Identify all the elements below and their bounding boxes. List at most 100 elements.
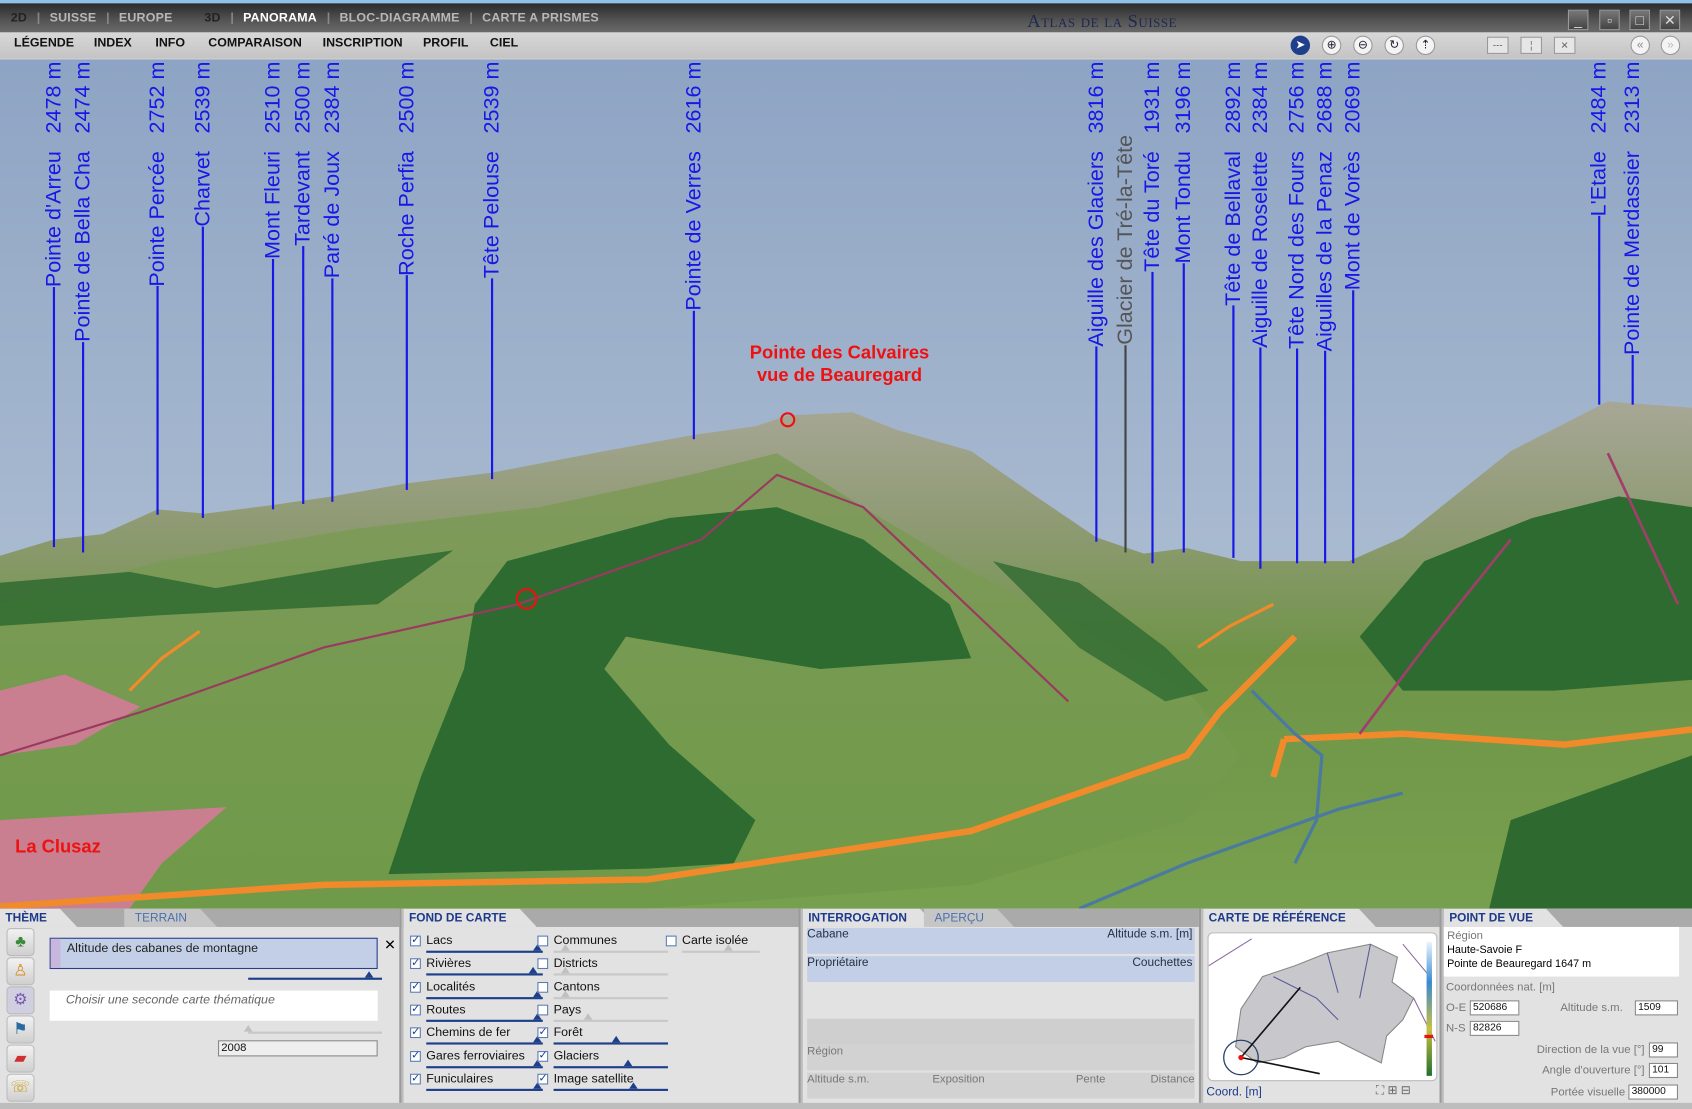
zoom-in-icon[interactable]: ⊕ — [1321, 35, 1342, 56]
theme-map-2-opacity-slider[interactable] — [243, 1025, 383, 1034]
theme-map-1-opacity-slider[interactable] — [248, 971, 383, 980]
close-button[interactable]: ✕ — [1659, 9, 1681, 31]
tab-carte-reference[interactable]: CARTE DE RÉFÉRENCE — [1203, 909, 1376, 927]
transport-icon[interactable]: ▰ — [6, 1044, 35, 1073]
layer-opacity-slider[interactable] — [553, 1082, 668, 1091]
nav-carte-prismes[interactable]: CARTE A PRISMES — [482, 11, 599, 25]
checkbox-icon[interactable]: ✓ — [410, 1003, 421, 1016]
checkbox-icon[interactable]: ✓ — [537, 1049, 549, 1062]
angle-input[interactable]: 101 — [1648, 1062, 1679, 1079]
layer-checkbox[interactable]: ✓Rivières — [410, 957, 471, 970]
alt-input[interactable]: 1509 — [1634, 1000, 1679, 1016]
direction-input[interactable]: 99 — [1648, 1042, 1679, 1058]
layer-checkbox[interactable]: ✓Glaciers — [537, 1049, 599, 1062]
split-vertical-icon[interactable]: ¦ — [1520, 36, 1543, 54]
layer-opacity-slider[interactable] — [553, 1013, 668, 1022]
layer-opacity-slider[interactable] — [426, 967, 543, 976]
map-zoom-in-icon[interactable]: ⊞ — [1387, 1084, 1398, 1098]
layer-opacity-slider[interactable] — [426, 1082, 543, 1091]
tab-fond-de-carte[interactable]: FOND DE CARTE — [404, 909, 537, 927]
menu-index[interactable]: INDEX — [93, 36, 132, 50]
reference-map[interactable] — [1207, 932, 1438, 1082]
tab-interrogation[interactable]: INTERROGATION — [803, 909, 937, 927]
checkbox-icon[interactable]: ✓ — [410, 1049, 421, 1062]
nav-europe[interactable]: EUROPE — [118, 11, 173, 25]
restore-button[interactable]: ▫ — [1599, 9, 1620, 31]
viewpoint-icon[interactable]: ⇡ — [1415, 35, 1436, 56]
checkbox-icon[interactable] — [537, 981, 549, 993]
population-icon[interactable]: ♙ — [6, 957, 35, 986]
nav-panorama[interactable]: PANORAMA — [243, 11, 317, 25]
portee-input[interactable]: 380000 — [1628, 1084, 1679, 1100]
layer-opacity-slider[interactable] — [681, 944, 760, 953]
layer-checkbox[interactable]: ✓Chemins de fer — [410, 1026, 510, 1039]
politics-icon[interactable]: ⚑ — [6, 1015, 35, 1044]
layer-checkbox[interactable]: ✓Routes — [410, 1003, 466, 1016]
theme-map-1[interactable]: Altitude des cabanes de montagne — [49, 937, 378, 970]
maximize-button[interactable]: □ — [1629, 9, 1650, 31]
layer-opacity-slider[interactable] — [426, 1013, 543, 1022]
layer-checkbox[interactable]: Carte isolée — [665, 935, 748, 947]
oe-input[interactable]: 520686 — [1469, 1000, 1520, 1016]
communication-icon[interactable]: ☏ — [6, 1073, 35, 1102]
layer-opacity-slider[interactable] — [426, 1059, 543, 1068]
rotate-icon[interactable]: ↻ — [1384, 35, 1404, 56]
forward-icon[interactable]: » — [1660, 35, 1681, 56]
economy-icon[interactable]: ⚙ — [6, 986, 35, 1015]
nav-bloc-diagramme[interactable]: BLOC-DIAGRAMME — [339, 11, 460, 25]
checkbox-icon[interactable]: ✓ — [410, 980, 421, 993]
tab-theme[interactable]: THÈME — [0, 909, 77, 927]
layer-opacity-slider[interactable] — [553, 1036, 668, 1045]
checkbox-icon[interactable] — [665, 935, 677, 947]
layer-checkbox[interactable]: ✓Funiculaires — [410, 1072, 493, 1085]
back-icon[interactable]: « — [1630, 35, 1650, 56]
fullscreen-icon[interactable]: ⛶ — [1375, 1084, 1385, 1098]
layer-opacity-slider[interactable] — [426, 990, 543, 999]
layer-checkbox[interactable]: ✓Forêt — [537, 1026, 583, 1039]
layer-checkbox[interactable]: ✓Lacs — [410, 935, 452, 947]
nav-suisse[interactable]: SUISSE — [49, 11, 97, 25]
checkbox-icon[interactable]: ✓ — [410, 957, 421, 970]
layer-opacity-slider[interactable] — [553, 1059, 668, 1068]
layer-opacity-slider[interactable] — [426, 944, 543, 953]
layer-opacity-slider[interactable] — [553, 944, 668, 953]
layer-opacity-slider[interactable] — [553, 990, 668, 999]
layer-checkbox[interactable]: Communes — [537, 935, 617, 947]
checkbox-icon[interactable]: ✓ — [410, 1026, 421, 1039]
year-field[interactable]: 2008 — [217, 1040, 378, 1057]
checkbox-icon[interactable]: ✓ — [537, 1072, 549, 1085]
tab-point-de-vue[interactable]: POINT DE VUE — [1444, 909, 1563, 927]
no-split-icon[interactable]: ✕ — [1553, 36, 1576, 54]
menu-legende[interactable]: LÉGENDE — [14, 36, 75, 50]
checkbox-icon[interactable]: ✓ — [410, 1072, 421, 1085]
layer-checkbox[interactable]: ✓Image satellite — [537, 1072, 634, 1085]
layer-opacity-slider[interactable] — [553, 967, 668, 976]
checkbox-icon[interactable] — [537, 935, 549, 947]
ns-input[interactable]: 82826 — [1469, 1020, 1520, 1036]
nature-icon[interactable]: ♣ — [6, 928, 35, 957]
checkbox-icon[interactable]: ✓ — [537, 1026, 549, 1039]
nav-2d[interactable]: 2D — [10, 11, 28, 25]
pointer-icon[interactable]: ➤ — [1290, 35, 1311, 56]
minimize-button[interactable]: _ — [1567, 9, 1589, 31]
menu-profil[interactable]: PROFIL — [423, 36, 469, 50]
theme-map-2-select[interactable]: Choisir une seconde carte thématique — [49, 990, 378, 1021]
layer-checkbox[interactable]: Pays — [537, 1003, 581, 1016]
